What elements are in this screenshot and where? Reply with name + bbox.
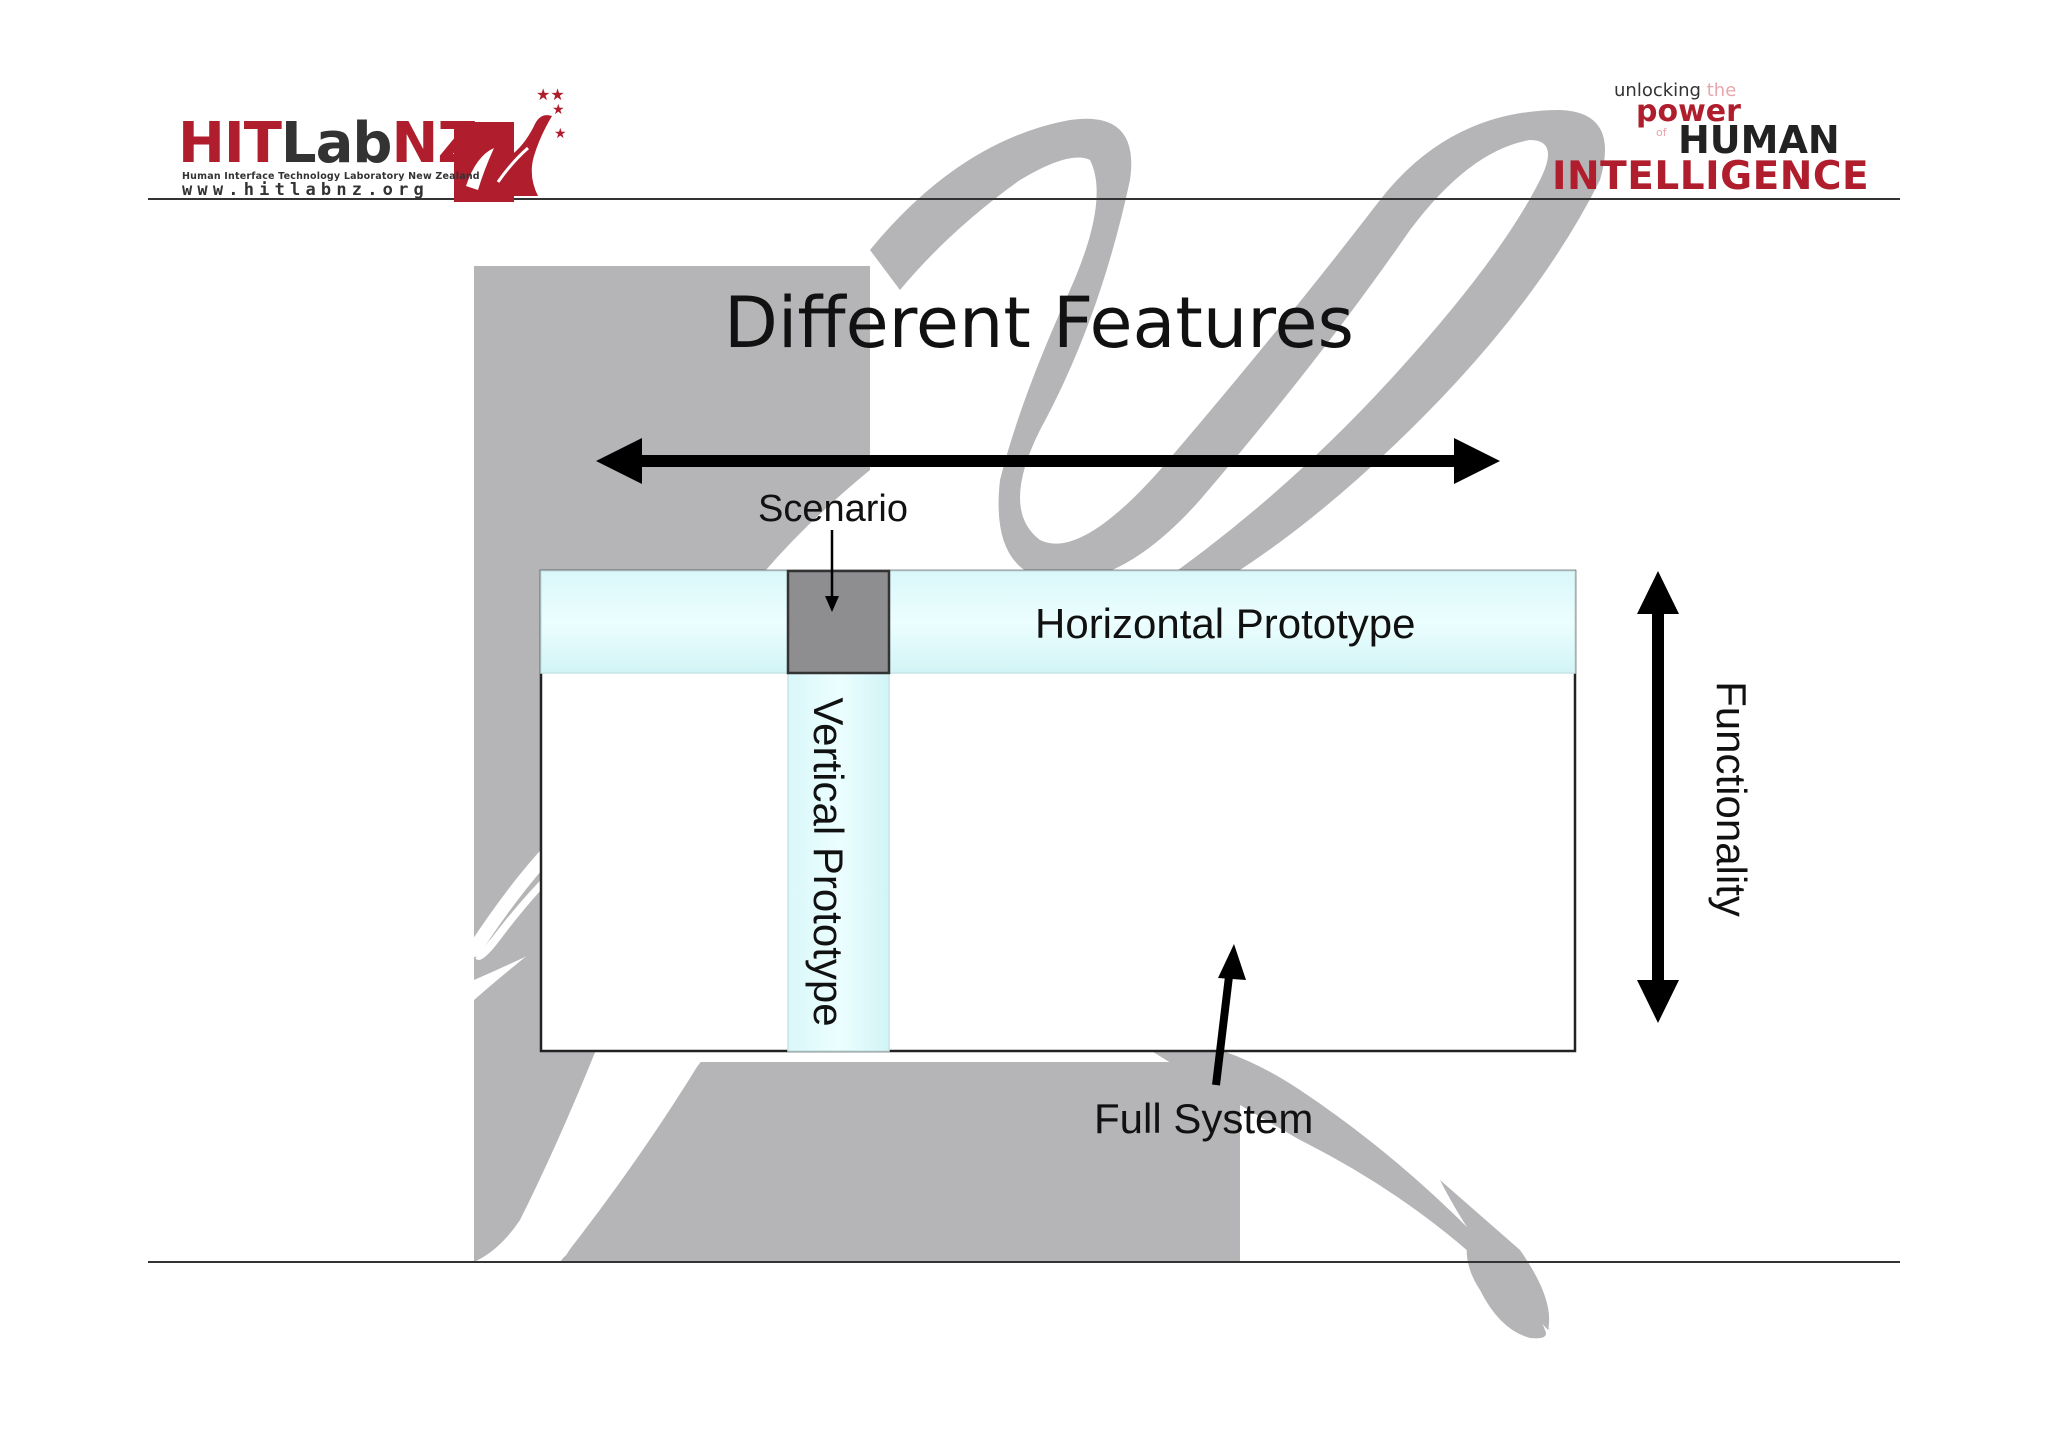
- horizontal-prototype-label: Horizontal Prototype: [1035, 600, 1416, 647]
- horizontal-prototype-band: [540, 570, 1576, 674]
- footer-rule: [148, 1261, 1900, 1263]
- tagline-human: HUMAN: [1678, 118, 1840, 162]
- features-arrow: [596, 438, 1500, 484]
- full-system-pointer-arrow: [1212, 944, 1246, 1086]
- slide-title: Different Features: [724, 282, 1354, 364]
- functionality-arrow: [1637, 571, 1679, 1023]
- hitlab-subtitle: Human Interface Technology Laboratory Ne…: [182, 171, 480, 182]
- hitlab-logo: HITLabNZ ★★ ★ ★ Human Interface Technolo…: [178, 80, 598, 202]
- svg-text:★★: ★★: [536, 86, 565, 104]
- scenario-label: Scenario: [758, 488, 908, 530]
- hitlab-word-hit: HIT: [178, 111, 282, 176]
- scenario-pointer-arrow: [825, 530, 839, 612]
- tagline-power: power: [1636, 94, 1741, 129]
- svg-text:★: ★: [554, 126, 567, 142]
- tagline-intelligence: INTELLIGENCE: [1552, 154, 1870, 199]
- tagline-of: of: [1656, 126, 1667, 139]
- functionality-label: Functionality: [1708, 681, 1755, 917]
- tagline-unlocking-word: unlocking: [1614, 80, 1701, 101]
- full-system-label: Full System: [1094, 1095, 1314, 1142]
- svg-text:★: ★: [552, 102, 565, 118]
- scenario-square: [786, 569, 891, 675]
- header-rule: [148, 198, 1900, 200]
- tagline-logo: unlocking the power of HUMAN INTELLIGENC…: [1540, 80, 1900, 200]
- hitlab-word-lab: Lab: [280, 111, 393, 176]
- tagline-the-word: the: [1706, 80, 1737, 101]
- hitlab-emblem-icon: ★★ ★ ★: [454, 86, 567, 202]
- tagline-unlocking: unlocking the: [1614, 80, 1736, 101]
- vertical-prototype-label: Vertical Prototype: [805, 697, 852, 1027]
- hitlab-url: www.hitlabnz.org: [182, 180, 429, 200]
